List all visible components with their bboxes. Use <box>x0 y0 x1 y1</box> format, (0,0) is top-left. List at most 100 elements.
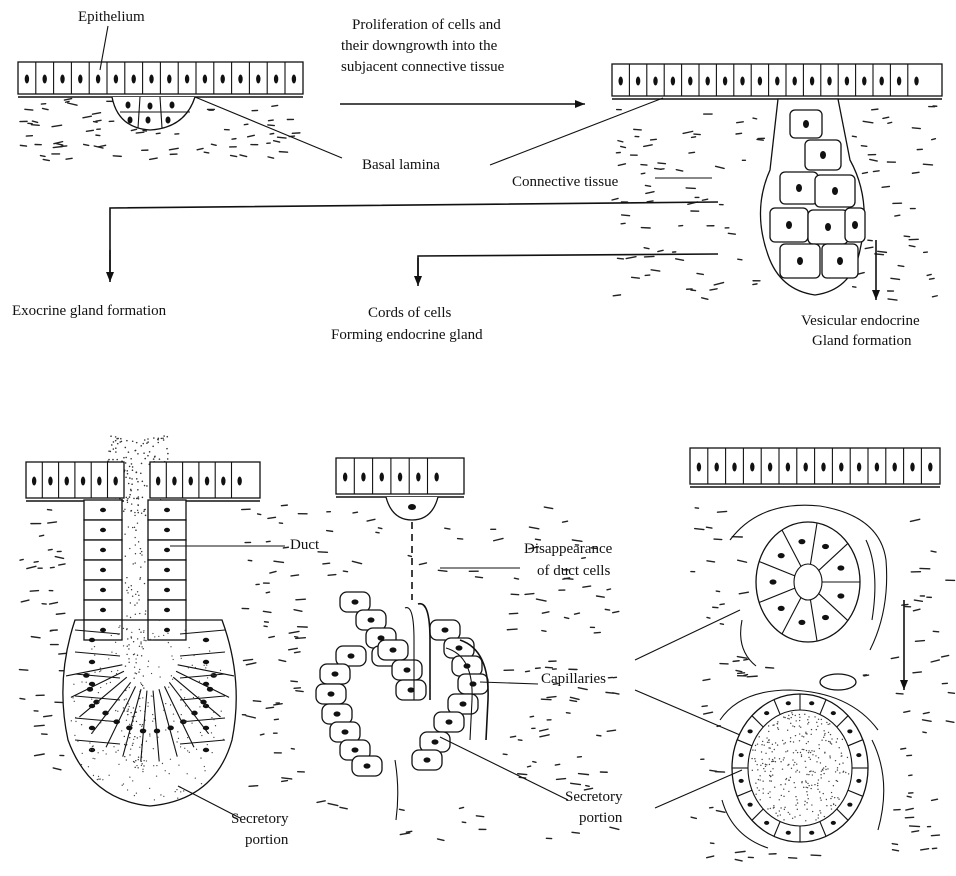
cytoplasm-stipple <box>133 707 134 708</box>
secretion-dot <box>126 590 127 591</box>
tissue-fiber <box>892 844 897 845</box>
tissue-fiber <box>494 538 503 540</box>
tissue-fiber <box>644 248 649 249</box>
nucleus <box>897 77 901 86</box>
secretion-dot <box>144 583 145 584</box>
secretion-dot <box>162 438 164 440</box>
cytoplasm-stipple <box>221 710 222 711</box>
secretion-dot <box>115 447 117 449</box>
colloid-stipple <box>834 797 835 798</box>
colloid-stipple <box>808 798 809 799</box>
colloid-stipple <box>801 781 802 782</box>
colloid-stipple <box>814 772 815 773</box>
cytoplasm-stipple <box>105 720 106 721</box>
secretion-dot <box>152 446 154 448</box>
secretion-dot <box>130 636 131 637</box>
tissue-fiber <box>703 679 710 680</box>
secretion-dot <box>147 441 149 443</box>
secretion-dot <box>140 566 141 567</box>
nucleus <box>100 608 106 612</box>
nucleus <box>191 711 197 716</box>
cytoplasm-stipple <box>173 720 174 721</box>
tissue-fiber <box>96 120 101 121</box>
tissue-fiber <box>702 298 708 300</box>
colloid-stipple <box>833 785 834 786</box>
secretion-dot <box>128 483 130 485</box>
secretion-dot <box>139 698 140 699</box>
secretion-dot <box>117 438 119 440</box>
cytoplasm-stipple <box>79 716 80 717</box>
nucleus <box>170 102 175 109</box>
cytoplasm-stipple <box>180 746 181 747</box>
colloid-stipple <box>788 791 789 792</box>
secretion-dot <box>137 737 138 738</box>
cytoplasm-stipple <box>215 725 216 726</box>
cytoplasm-stipple <box>99 671 100 672</box>
cytoplasm-stipple <box>113 746 114 747</box>
colloid-stipple <box>831 738 832 739</box>
colloid-stipple <box>775 742 776 743</box>
tissue-fiber <box>692 137 696 138</box>
cytoplasm-stipple <box>149 788 150 789</box>
tissue-fiber <box>536 599 546 601</box>
tissue-fiber <box>572 832 579 833</box>
cytoplasm-stipple <box>98 692 99 693</box>
colloid-stipple <box>777 723 778 724</box>
colloid-stipple <box>806 774 807 775</box>
secretion-dot <box>125 698 126 699</box>
colloid-stipple <box>795 715 796 716</box>
colloid-stipple <box>841 752 842 753</box>
cytoplasm-stipple <box>209 650 210 651</box>
tissue-fiber <box>870 159 877 161</box>
cytoplasm-stipple <box>213 737 214 738</box>
colloid-stipple <box>793 741 794 742</box>
colloid-stipple <box>830 798 831 799</box>
cytoplasm-stipple <box>92 746 93 747</box>
secretion-dot <box>136 602 137 603</box>
tissue-fiber <box>352 561 361 563</box>
nucleus <box>893 463 897 472</box>
tissue-fiber <box>744 675 748 676</box>
cytoplasm-stipple <box>223 739 224 740</box>
colloid-stipple <box>812 811 813 812</box>
cytoplasm-stipple <box>134 716 135 717</box>
tissue-fiber <box>907 796 911 797</box>
secretion-dot <box>132 527 133 528</box>
tissue-fiber <box>266 592 269 593</box>
secretion-dot <box>139 613 140 614</box>
secretion-dot <box>129 466 131 468</box>
colloid-stipple <box>799 733 800 734</box>
tissue-fiber <box>294 610 302 612</box>
tissue-fiber <box>655 168 661 169</box>
cytoplasm-stipple <box>94 654 95 655</box>
cytoplasm-stipple <box>74 735 75 736</box>
nucleus <box>416 473 420 482</box>
secretion-dot <box>124 736 125 737</box>
tissue-fiber <box>618 141 623 142</box>
cytoplasm-stipple <box>126 711 127 712</box>
tissue-fiber <box>861 146 866 147</box>
colloid-stipple <box>807 787 808 788</box>
colloid-stipple <box>784 809 785 810</box>
colloid-stipple <box>769 791 770 792</box>
nucleus <box>739 779 744 783</box>
tissue-fiber <box>597 596 605 597</box>
tissue-fiber <box>583 586 591 587</box>
colloid-stipple <box>811 734 812 735</box>
nucleus <box>78 75 82 84</box>
leader-secretory-mid <box>440 737 568 800</box>
colloid-stipple <box>808 741 809 742</box>
tissue-fiber <box>64 99 71 101</box>
cytoplasm-stipple <box>195 667 196 668</box>
nucleus <box>770 579 777 584</box>
tissue-fiber <box>274 719 278 720</box>
colloid-stipple <box>759 736 760 737</box>
label-secretory-mid-line1: Secretory <box>565 788 622 806</box>
cytoplasm-stipple <box>213 712 214 713</box>
cytoplasm-stipple <box>143 632 144 633</box>
colloid-stipple <box>779 810 780 811</box>
tissue-fiber <box>438 839 444 840</box>
colloid-stipple <box>814 784 815 785</box>
tissue-fiber <box>716 166 725 168</box>
colloid-stipple <box>790 777 791 778</box>
